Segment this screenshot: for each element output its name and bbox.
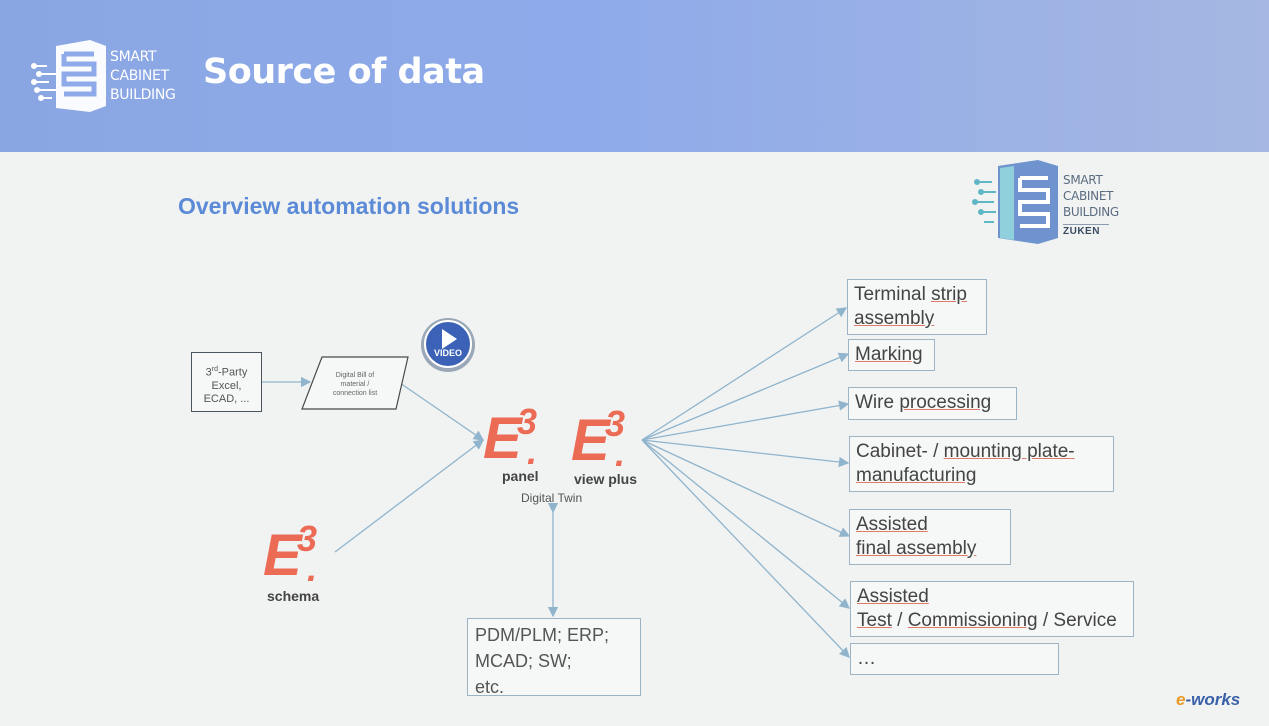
output-wire-processing: Wire processing — [848, 387, 1017, 420]
digital-bill-label: Digital Bill of material / connection li… — [332, 372, 378, 397]
zuken-brand: ZUKEN — [1063, 224, 1109, 237]
output-more: … — [850, 643, 1059, 675]
line-to-marking — [641, 352, 850, 441]
header-banner: SMART CABINET BUILDING Source of data — [0, 0, 1269, 152]
logo-wordmark: SMART CABINET BUILDING — [110, 49, 176, 103]
third-party-source-box: 3rd-Party Excel, ECAD, ... — [191, 352, 262, 412]
e3-viewplus-label: view plus — [574, 471, 638, 487]
section-subtitle: Overview automation solutions — [178, 193, 520, 219]
e3-viewplus-logo: E 3 . — [571, 403, 626, 474]
play-icon — [442, 329, 457, 349]
output-assisted-final-assembly: Assisted final assembly — [849, 509, 1011, 565]
video-play-button[interactable]: VIDEO — [419, 316, 477, 374]
line-to-final — [641, 439, 851, 537]
smart-cabinet-building-logo: SMART CABINET BUILDING — [30, 36, 180, 116]
output-marking: Marking — [848, 339, 935, 371]
line-to-wire — [641, 400, 850, 441]
line-to-terminal — [641, 307, 848, 441]
corner-logo-wordmark: SMART CABINET BUILDING — [1063, 173, 1119, 219]
line-to-test — [641, 439, 851, 609]
output-terminal-strip-assembly: Terminal strip assembly — [847, 279, 987, 335]
pdm-plm-erp-box: PDM/PLM; ERP; MCAD; SW; etc. — [467, 618, 641, 697]
e3-panel-label: panel — [502, 468, 539, 484]
digital-bill-shape — [301, 356, 409, 410]
zuken-smart-cabinet-logo: SMART CABINET BUILDING ZUKEN — [970, 158, 1130, 248]
video-label: VIDEO — [433, 348, 462, 358]
line-bill-to-panel — [399, 382, 485, 441]
e3-panel-logo: E 3 . — [483, 401, 538, 472]
output-assisted-test-commissioning: Assisted Test / Commissioning / Service — [850, 581, 1134, 637]
page-title: Source of data — [203, 52, 485, 92]
e3-schema-label: schema — [267, 588, 320, 604]
line-to-more — [641, 439, 850, 658]
output-cabinet-manufacturing: Cabinet- / mounting plate- manufacturing — [849, 436, 1114, 492]
digital-twin-label: Digital Twin — [521, 491, 583, 505]
line-to-cabinet — [641, 439, 850, 468]
e3-schema-logo: E 3 . — [263, 518, 318, 589]
line-schema-to-panel — [334, 439, 485, 553]
eworks-watermark: e-works — [1176, 690, 1241, 709]
